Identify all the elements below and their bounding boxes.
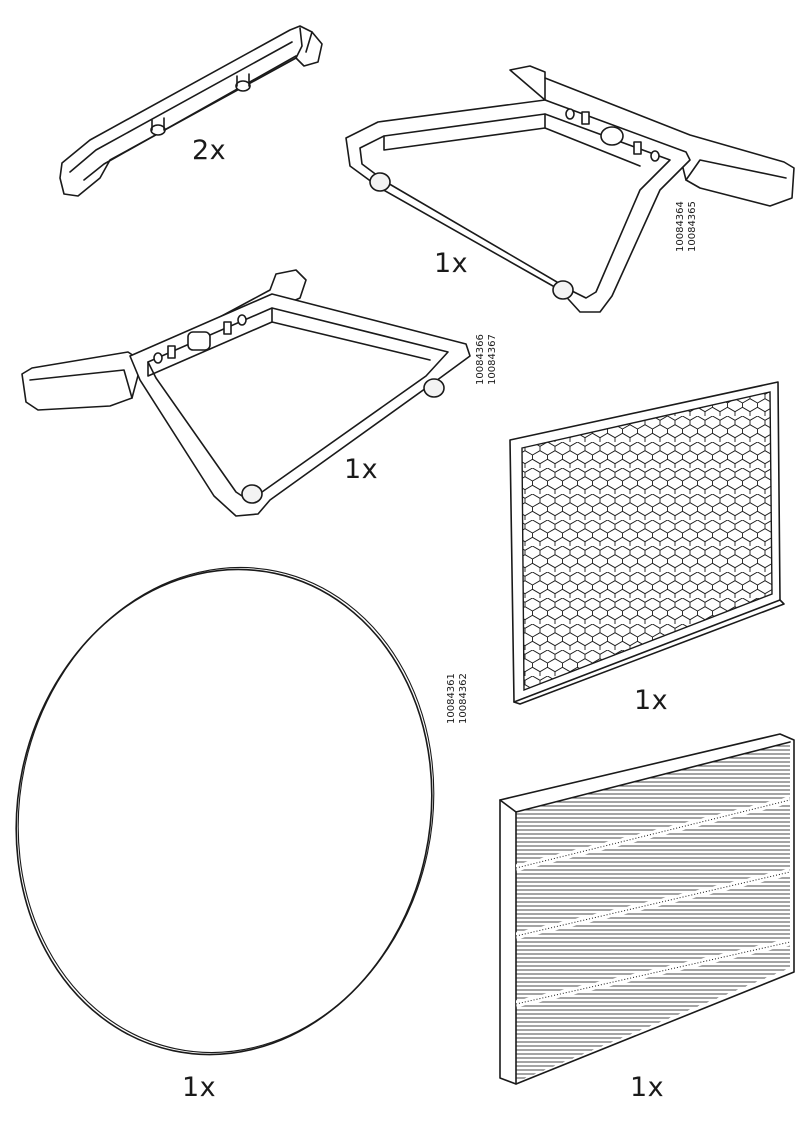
frame-right-code-1: 10084364 [675,201,686,252]
frame-left-code-2: 10084367 [487,334,498,385]
frame-left-quantity: 1x [344,454,379,485]
frame-right-code-2: 10084365 [687,201,698,252]
frame-right-quantity: 1x [434,248,469,279]
rail-clip-quantity: 2x [192,135,227,166]
round-panel-code-2: 10084362 [458,673,469,724]
round-panel-quantity: 1x [182,1072,217,1103]
hex-filter-quantity: 1x [634,685,669,716]
frame-left-code-1: 10084366 [475,334,486,385]
pleated-filter-quantity: 1x [630,1072,665,1103]
round-panel-code-1: 10084361 [446,673,457,724]
